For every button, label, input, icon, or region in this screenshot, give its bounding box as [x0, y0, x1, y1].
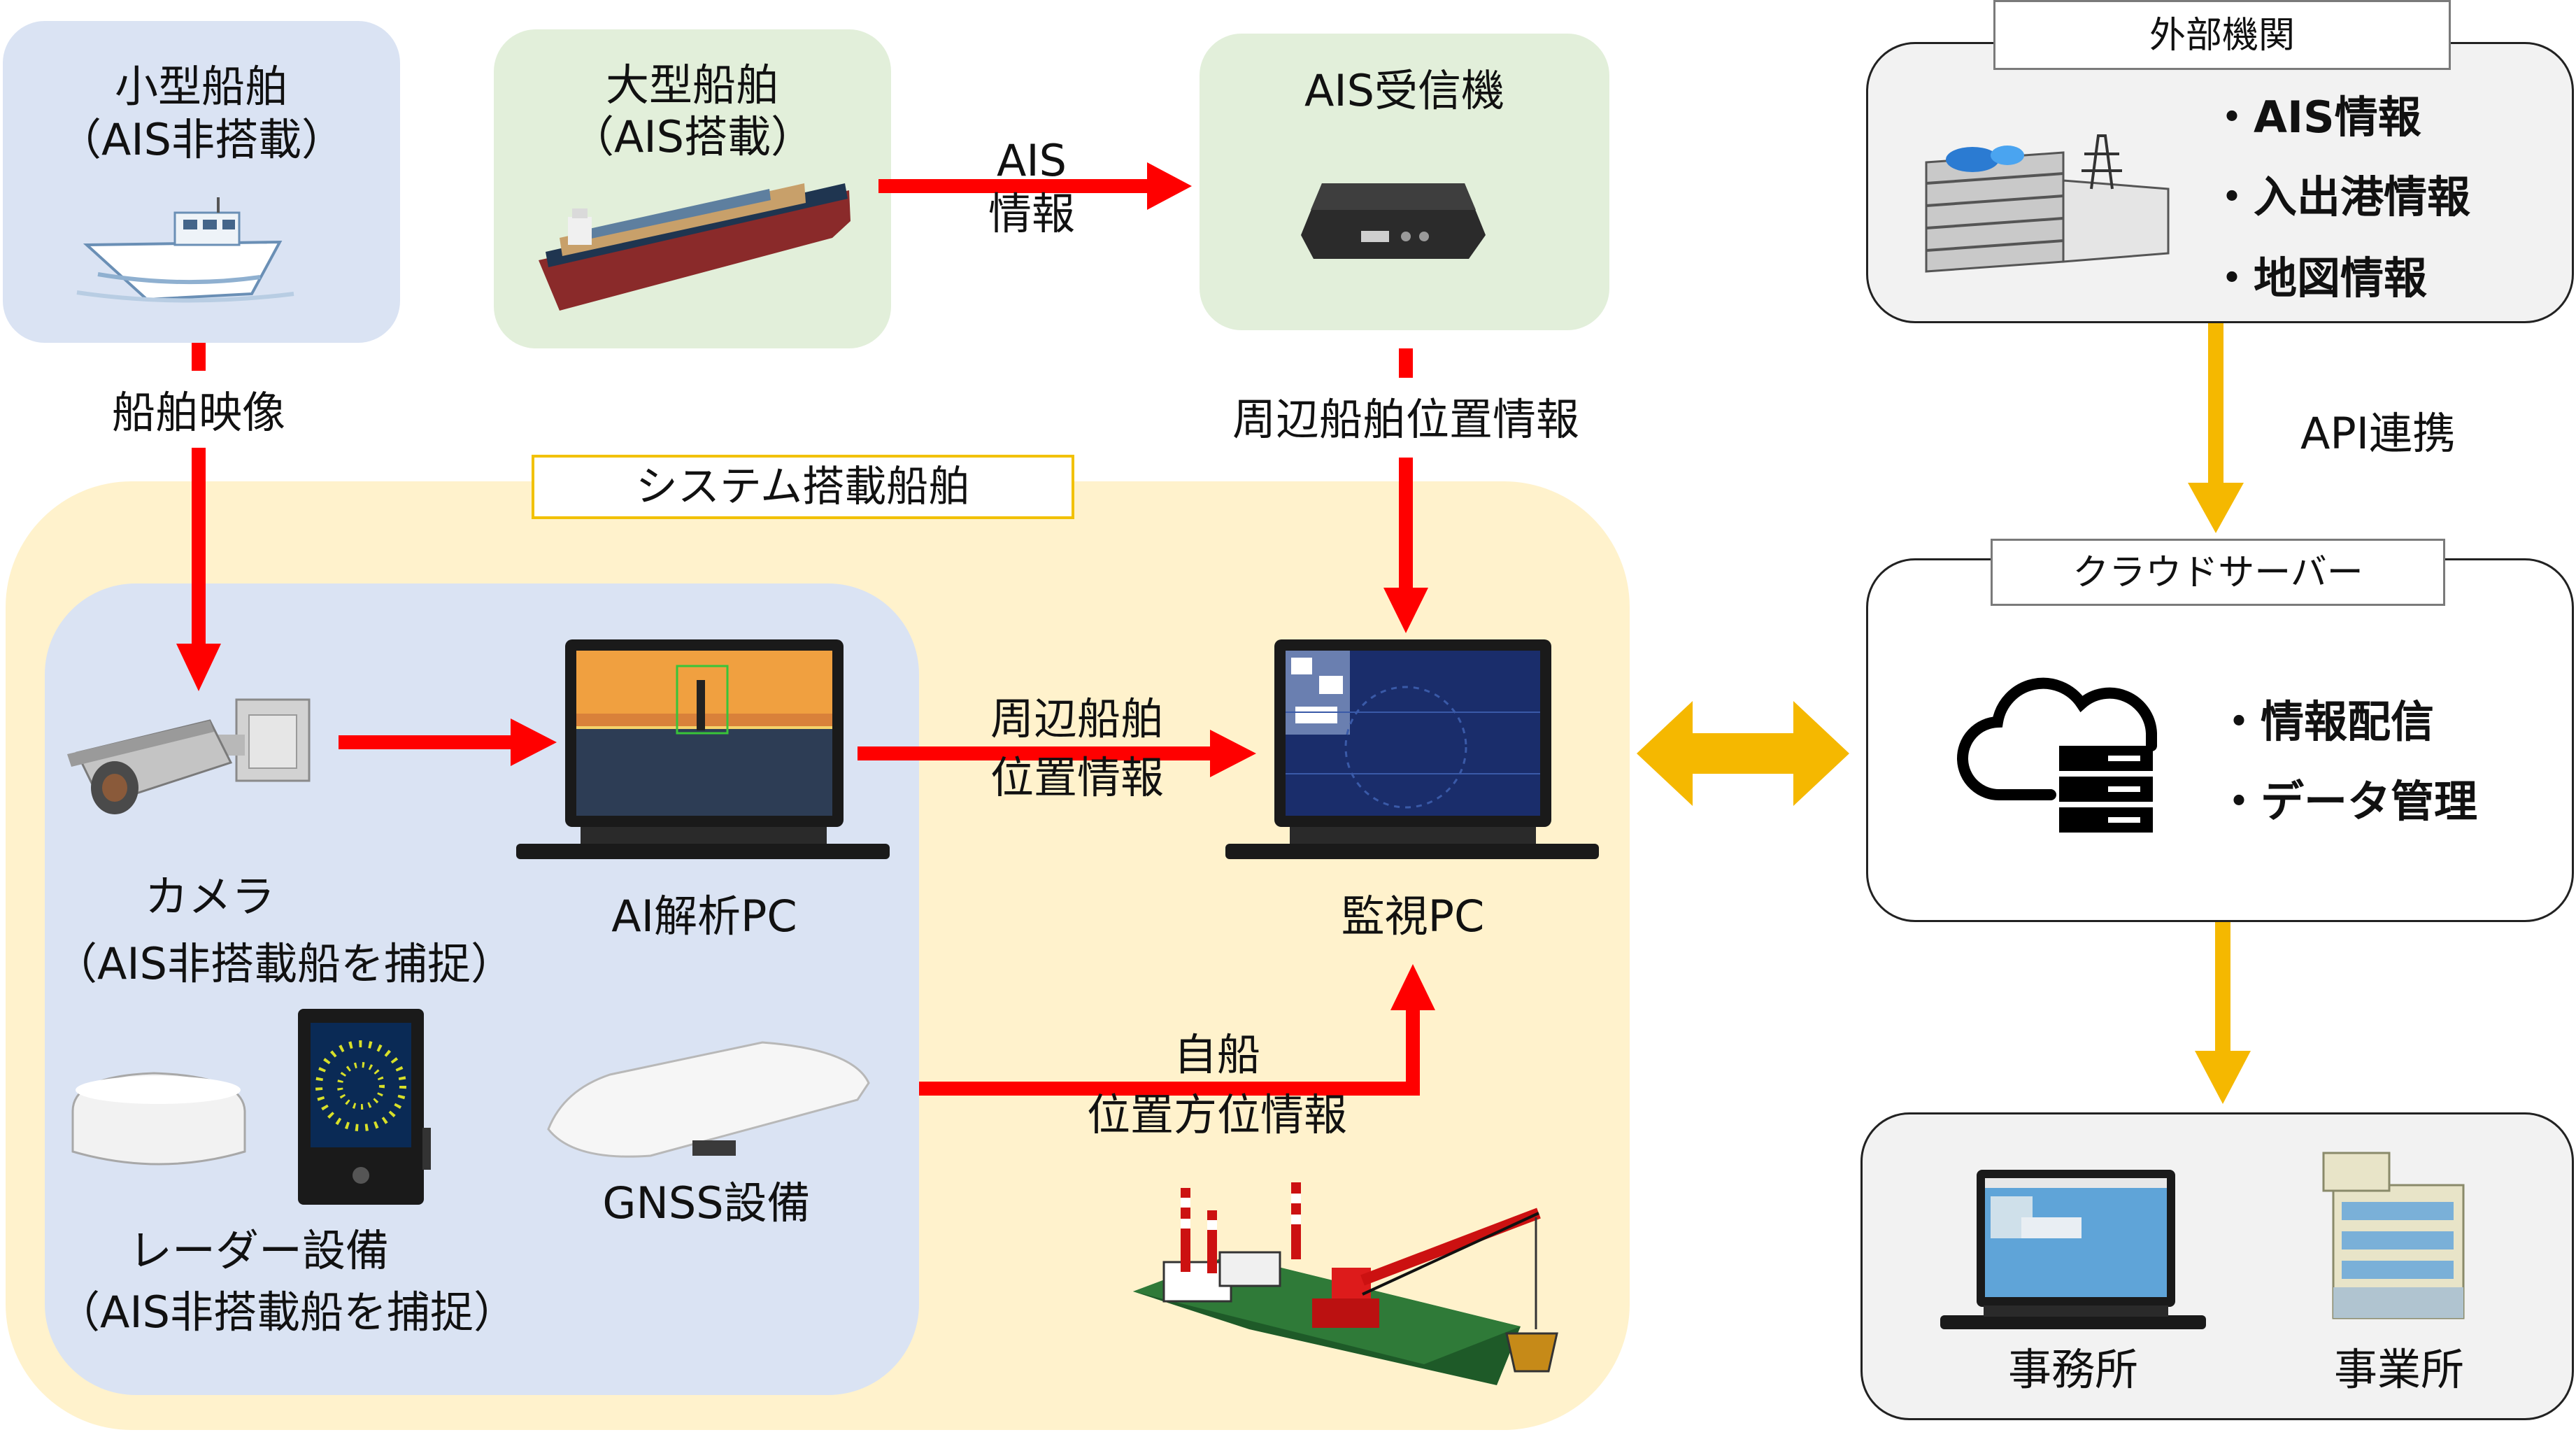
office-label-jimusho: 事務所 [2007, 1344, 2138, 1395]
cloud-to-offices-arrow [2195, 922, 2251, 1104]
gnss-to-monitor-arrow [919, 964, 1435, 1096]
nearby-position-label: 周辺船舶位置情報 [1232, 394, 1579, 445]
cloud-item-data: ・データ管理 [2217, 776, 2478, 827]
ais-receiver-box [1200, 34, 1609, 330]
ai-to-monitor-arrow [858, 730, 1256, 777]
external-item-port: ・入出港情報 [2210, 171, 2471, 222]
camera-sublabel: （AIS非搭載船を捕捉） [53, 938, 515, 989]
cloud-label: クラウドサーバー [1991, 539, 2445, 606]
receiver-device [1301, 183, 1486, 259]
bidirectional-arrow [1637, 701, 1849, 806]
monitor-laptop-icon [1225, 639, 1599, 859]
camera-icon [67, 698, 311, 814]
gnss-antenna-icon [547, 1041, 870, 1158]
cloud-item-distribution: ・情報配信 [2217, 696, 2435, 747]
camera-to-ai-arrow [339, 718, 557, 766]
gnss-label: GNSS設備 [602, 1177, 811, 1229]
buildings-icon [1925, 134, 2170, 273]
external-label: 外部機関 [1993, 0, 2451, 70]
nearby-position-arrow [1383, 348, 1428, 633]
pc-link-label-2: 位置情報 [990, 752, 1164, 803]
radar-sublabel: （AIS非搭載船を捕捉） [56, 1287, 518, 1338]
small-ship-subtitle: （AIS非搭載） [57, 114, 346, 165]
monitor-pc-label: 監視PC [1341, 891, 1485, 942]
own-ship-label-2: 位置方位情報 [1086, 1089, 1347, 1140]
laptop-map-icon [1940, 1170, 2206, 1329]
ais-receiver-title: AIS受信機 [1304, 65, 1505, 116]
crane-vessel-illustration [1133, 1182, 1558, 1385]
radar-label: レーダー設備 [128, 1225, 389, 1276]
small-ship-title: 小型船舶 [114, 61, 288, 112]
pc-link-label-1: 周辺船舶 [990, 693, 1164, 744]
external-item-map: ・地図情報 [2210, 253, 2428, 304]
office-building-icon [2322, 1152, 2465, 1319]
office-label-jigyosho: 事業所 [2333, 1344, 2464, 1395]
laptop-icon [516, 639, 890, 859]
large-ship-title: 大型船舶 [605, 59, 779, 111]
cloud-server-icon [1957, 677, 2157, 833]
ais-info-label-2: 情報 [988, 188, 1075, 239]
ais-info-arrow [878, 162, 1192, 210]
radar-icon [71, 1009, 431, 1205]
small-boat-photo [76, 197, 294, 303]
ais-info-label-1: AIS [996, 135, 1067, 186]
ai-pc-label: AI解析PC [611, 891, 797, 942]
own-ship-label-1: 自船 [1173, 1029, 1260, 1080]
external-item-ais: ・AIS情報 [2210, 92, 2421, 143]
large-ship-subtitle: （AIS搭載） [570, 111, 815, 162]
api-link-label: API連携 [2300, 408, 2456, 459]
ship-video-label: 船舶映像 [111, 387, 285, 438]
camera-label: カメラ [144, 871, 275, 922]
cloud-box [1866, 558, 2574, 922]
ship-video-arrow [176, 343, 221, 691]
system-ship-label: システム搭載船舶 [532, 455, 1074, 519]
api-arrow [2188, 323, 2244, 533]
container-ship-photo [539, 183, 851, 311]
